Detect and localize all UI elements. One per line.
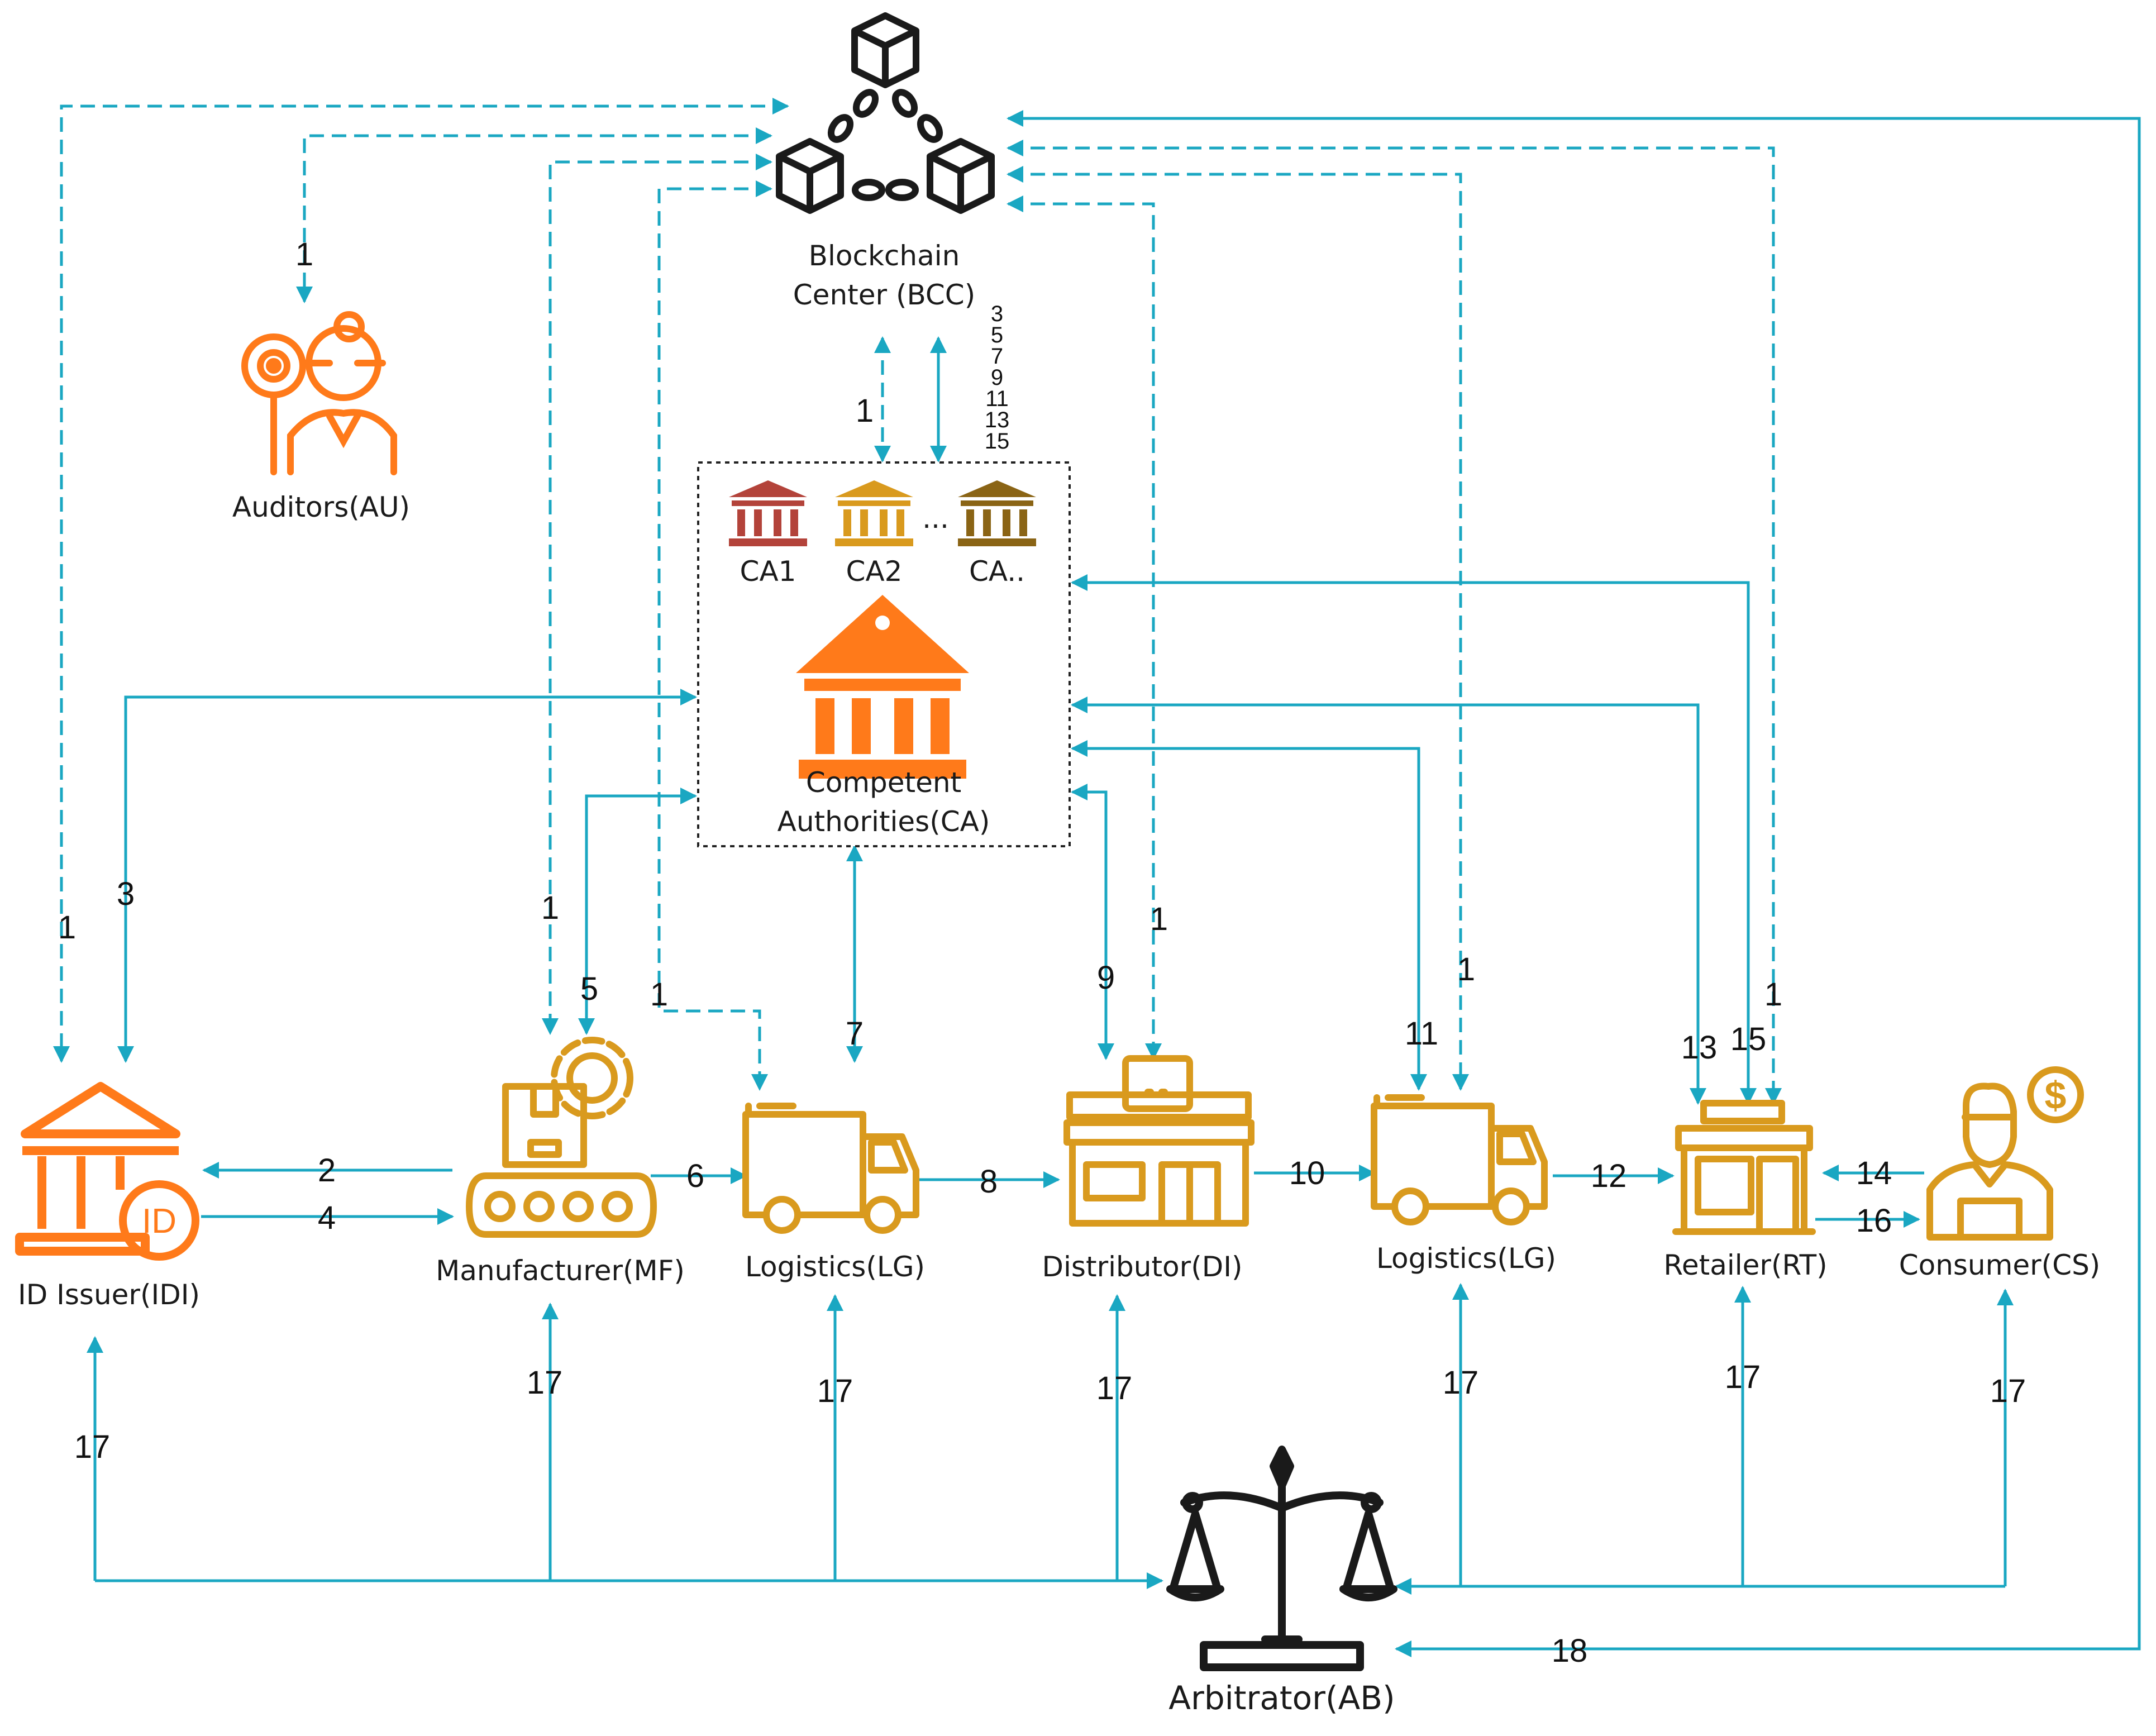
auditors-label: Auditors(AU) (232, 491, 410, 523)
logistics-2-label: Logistics(LG) (1376, 1242, 1556, 1275)
step-10: 10 (1289, 1155, 1325, 1191)
ca-title-line2: Authorities(CA) (778, 805, 990, 838)
scales-icon (1166, 1446, 1397, 1671)
stack-step-3: 3 (991, 302, 1003, 326)
flow-ca-lg2 (1071, 740, 1427, 1091)
logistics-1-label: Logistics(LG) (745, 1251, 925, 1283)
competent-authority-bank-icon (796, 595, 969, 779)
step-17-lg2: 17 (1443, 1365, 1479, 1401)
retailer-label: Retailer(RT) (1663, 1249, 1827, 1281)
dash-bcc-mf (542, 154, 772, 1035)
store-icon-distributor (1063, 1055, 1255, 1227)
ca1-label: CA1 (740, 555, 796, 588)
step-1-au: 1 (295, 236, 313, 273)
ca2-label: CA2 (846, 555, 903, 588)
ca3-bank-icon (958, 480, 1036, 546)
flow-ca-di (1071, 784, 1114, 1060)
blockchain-icon (776, 12, 995, 214)
flow-connections (53, 98, 2141, 1657)
stack-step-13: 13 (985, 408, 1010, 432)
ca2-bank-icon (835, 480, 913, 546)
flow-bcc-ab (1007, 110, 2141, 1657)
step-16: 16 (1856, 1203, 1892, 1239)
stack-step-7: 7 (991, 344, 1003, 369)
step-9-di: 9 (1097, 960, 1115, 996)
step-1-lg1: 1 (650, 976, 668, 1013)
step-1-mf: 1 (541, 890, 559, 926)
step-6: 6 (686, 1158, 704, 1194)
step-1-ca: 1 (856, 393, 874, 429)
step-18: 18 (1552, 1633, 1588, 1669)
consumer-label: Consumer(CS) (1899, 1249, 2101, 1281)
step-1-lg2: 1 (1457, 951, 1475, 988)
distributor-label: Distributor(DI) (1042, 1251, 1243, 1283)
id-issuer-label: ID Issuer(IDI) (18, 1279, 200, 1311)
bcc-title-line1: Blockchain (809, 240, 960, 272)
step-17-idi: 17 (74, 1429, 111, 1465)
step-17-lg1: 17 (817, 1373, 853, 1409)
step-12: 12 (1591, 1158, 1627, 1194)
ca1-bank-icon (729, 480, 807, 546)
consumer-icon (1926, 1066, 2084, 1241)
step-7-lg1: 7 (846, 1015, 864, 1052)
step-17-rt: 17 (1725, 1359, 1761, 1395)
step-4: 4 (318, 1200, 336, 1236)
flow-ca-rt-15 (1071, 574, 1757, 1105)
step-3-idi: 3 (117, 876, 135, 912)
stack-step-9: 9 (991, 365, 1003, 390)
step-labels: 1 1 1 3 1 5 1 7 9 1 11 1 13 15 1 2 4 6 8… (58, 236, 2026, 1669)
ca-title-line1: Competent (806, 766, 961, 799)
step-14: 14 (1856, 1155, 1892, 1191)
stack-step-15: 15 (985, 429, 1010, 454)
dash-bcc-rt (1007, 140, 1782, 1105)
factory-icon (466, 1037, 657, 1238)
dollar-icon: $ (2045, 1074, 2067, 1117)
ca-ellipsis: ... (922, 502, 949, 535)
step-15-rt: 15 (1730, 1021, 1767, 1057)
step-17-mf: 17 (527, 1365, 563, 1401)
step-1-di: 1 (1150, 901, 1168, 937)
step-5-mf: 5 (580, 971, 598, 1007)
step-13-rt: 13 (1681, 1029, 1718, 1066)
id-badge: ID (142, 1202, 177, 1241)
shop-icon-retailer (1672, 1100, 1816, 1235)
flow-ca-idi (117, 689, 697, 1063)
dash-bcc-lg2 (1007, 166, 1469, 1091)
id-issuer-icon: ID (15, 1082, 199, 1261)
dash-bcc-idi (53, 98, 789, 1063)
truck-icon-1 (742, 1103, 919, 1234)
auditor-icon (241, 311, 397, 475)
arbitrator-label: Arbitrator(AB) (1168, 1679, 1395, 1717)
step-17-cs: 17 (1990, 1373, 2026, 1409)
stack-step-11: 11 (985, 387, 1009, 411)
step-11-lg2: 11 (1405, 1015, 1438, 1052)
step-17-di: 17 (1096, 1370, 1133, 1406)
step-1-rt: 1 (1764, 976, 1782, 1013)
step-2: 2 (318, 1152, 336, 1189)
step-8: 8 (980, 1163, 998, 1200)
flow-ca-mf (578, 788, 697, 1035)
truck-icon-2 (1371, 1094, 1548, 1225)
bcc-ca-step-stack: 3 5 7 9 11 13 15 (985, 302, 1010, 454)
manufacturer-label: Manufacturer(MF) (436, 1255, 685, 1287)
ca3-label: CA.. (969, 555, 1025, 588)
bcc-title-line2: Center (BCC) (793, 279, 975, 311)
step-1-idi: 1 (58, 909, 76, 946)
stack-step-5: 5 (991, 323, 1003, 347)
dash-bcc-lg1 (657, 180, 772, 1091)
